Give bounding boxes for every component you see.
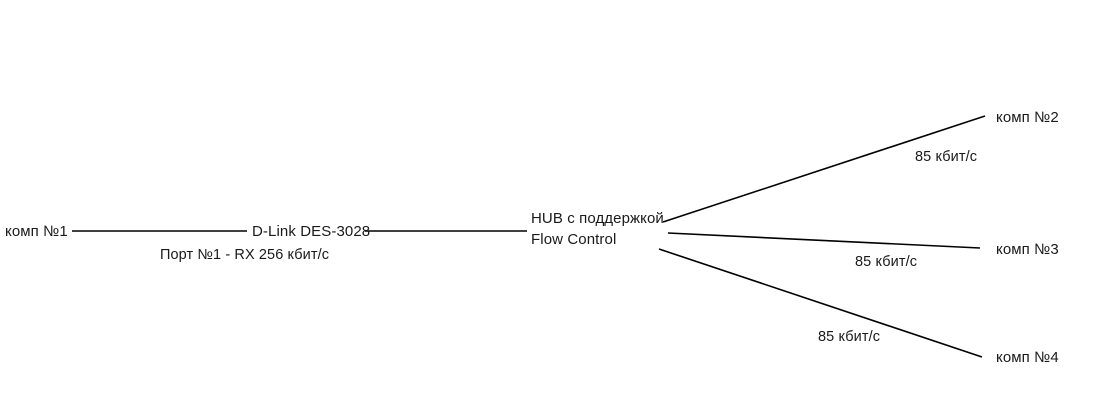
link-label-hub-pc4: 85 кбит/с xyxy=(818,329,881,345)
link-hub-pc3 xyxy=(667,232,981,249)
annotation-port-rate: Порт №1 - RX 256 кбит/с xyxy=(160,247,330,263)
node-label-hub-line1: HUB с поддержкой xyxy=(531,210,664,227)
link-label-hub-pc3: 85 кбит/с xyxy=(855,254,918,270)
node-label-switch: D-Link DES-3028 xyxy=(252,223,371,240)
node-label-pc1: комп №1 xyxy=(5,223,68,240)
node-label-hub-line2: Flow Control xyxy=(531,231,617,248)
node-label-pc2: комп №2 xyxy=(996,109,1059,126)
node-label-hub: HUB с поддержкой Flow Control xyxy=(531,208,664,250)
link-hub-pc4 xyxy=(658,248,983,358)
link-hub-pc2 xyxy=(662,115,986,223)
node-label-pc4: комп №4 xyxy=(996,349,1059,366)
node-label-pc3: комп №3 xyxy=(996,241,1059,258)
link-label-hub-pc2: 85 кбит/с xyxy=(915,149,978,165)
